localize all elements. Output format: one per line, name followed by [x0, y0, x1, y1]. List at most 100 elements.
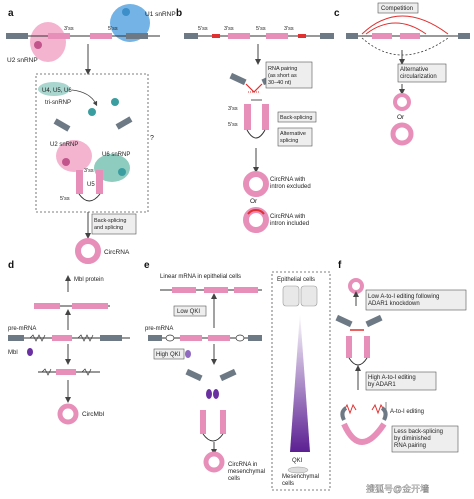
exon-u-right: [96, 170, 103, 194]
altcirc-box: [397, 63, 447, 83]
d-exon-2: [72, 303, 108, 309]
less-line1: Less back-splicing: [394, 429, 443, 435]
included-line2: intron included: [270, 221, 309, 227]
u2-subunit: [34, 41, 42, 49]
d-intron-2: [100, 335, 122, 341]
circmbl-label: CircMbl: [82, 411, 105, 418]
c-circ-1: [393, 93, 411, 111]
high-edit-line2: by ADAR1: [368, 382, 396, 388]
qki-dot: [185, 350, 191, 358]
circrna-a: [75, 238, 101, 264]
u2b-label: U2 snRNP: [50, 142, 78, 148]
c-circ-2: [390, 122, 414, 146]
alt-splicing-line2: splicing: [280, 138, 298, 144]
f-stub-right: [365, 314, 383, 328]
d-intron-1: [8, 335, 24, 341]
f-exon-right: [364, 336, 370, 358]
u1-subunit: [122, 8, 130, 16]
mbl-protein-label: Mbl protein: [74, 277, 104, 283]
less-line2: by diminished: [394, 436, 431, 442]
less-line3: RNA pairing: [394, 443, 426, 449]
pairing-seq-2: [298, 34, 306, 38]
ss3-label-a: 3′ss: [64, 26, 74, 32]
high-qki: High QKI: [156, 352, 181, 358]
e-exon-3: [234, 287, 258, 293]
d-premrna: pre-mRNA: [8, 326, 36, 332]
altcirc-line1: Alternative: [400, 67, 429, 73]
f-exon-left: [346, 336, 352, 358]
exon-b2: [266, 33, 288, 39]
back-splicing-label-b: Back-splicing: [280, 115, 312, 121]
b-exon-right: [262, 104, 269, 130]
spliceosome-box: [35, 73, 149, 213]
pairing-line1: RNA pairing: [268, 66, 297, 72]
qki-label: QKI: [292, 458, 303, 464]
panel-f-letter: f: [338, 260, 342, 271]
e-circ-line3: cells: [228, 476, 240, 482]
u5-label: U5: [87, 182, 95, 188]
e-circ-line2: mesenchymal: [228, 469, 265, 475]
intron-b1: [184, 33, 198, 39]
f-stub-left: [335, 314, 353, 328]
qki-dimer-2: [213, 389, 219, 399]
back-splicing-line1: Back-splicing: [94, 218, 126, 224]
e-exon-4: [180, 335, 202, 341]
epi-cell-2: [300, 285, 318, 307]
epi-label: Epithelial cells: [277, 277, 315, 283]
u1-snrnp-blob: [110, 4, 150, 42]
b-ss-2: 3′ss: [224, 26, 234, 32]
b-ss-1: 5′ss: [198, 26, 208, 32]
pairing-seq-1: [212, 34, 220, 38]
back-splicing-box: [91, 213, 137, 235]
mes-line1: Mesenchymal: [282, 474, 319, 480]
e-intron-1: [148, 335, 162, 341]
altcirc-line2: circularization: [400, 74, 437, 80]
e-intron-2: [248, 335, 262, 341]
b-ss-4: 3′ss: [284, 26, 294, 32]
question-mark: ?: [150, 135, 154, 142]
exon-u-left: [76, 170, 83, 194]
watermark: 搜狐号@金开墙: [366, 483, 429, 494]
e-premrna: pre-mRNA: [145, 326, 173, 332]
d-exon-1: [34, 303, 60, 309]
mes-line2: cells: [282, 481, 294, 487]
e-stub-right: [219, 368, 237, 382]
circrna-label-a: CircRNA: [104, 249, 130, 256]
panel-e-letter: e: [144, 260, 150, 271]
less-box: [391, 425, 459, 453]
high-edit-box: [365, 371, 437, 391]
e-circ-line1: CircRNA in: [228, 462, 257, 468]
e-exon-5: [208, 335, 230, 341]
e-exon-1: [172, 287, 196, 293]
u5-subunit: [111, 98, 119, 106]
tri-label: tri-snRNP: [45, 100, 71, 106]
c-intron-2: [458, 33, 470, 39]
competition-box: [377, 2, 419, 14]
u6-label: U6 snRNP: [102, 152, 130, 158]
c-intron-1: [346, 33, 358, 39]
panel-c-letter: c: [334, 8, 340, 19]
d-exon-3: [52, 335, 72, 341]
back-splicing-box-b: [277, 111, 317, 123]
b-exon-left: [244, 104, 251, 130]
qki-dimer-1: [206, 389, 212, 399]
high-qki-box: [153, 348, 185, 360]
low-qki: Low QKI: [177, 309, 200, 315]
u2-snrnp-blob: [30, 22, 66, 62]
f-pink-u: [341, 422, 387, 445]
exon-b1: [228, 33, 250, 39]
b-or: Or: [250, 198, 258, 205]
c-exon-2: [400, 33, 420, 39]
exon-a1: [48, 33, 70, 39]
c-or: Or: [397, 114, 405, 121]
